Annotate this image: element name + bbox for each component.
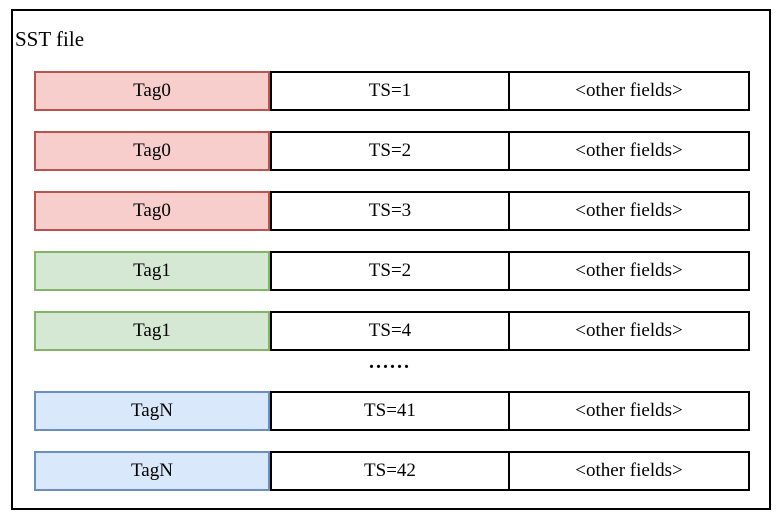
timestamp-cell: TS=2 <box>270 131 510 171</box>
tag-cell: Tag0 <box>34 131 270 171</box>
tag-cell: Tag0 <box>34 191 270 231</box>
record-row: Tag0 TS=3 <other fields> <box>34 191 750 231</box>
timestamp-cell: TS=3 <box>270 191 510 231</box>
ellipsis: ...... <box>369 351 411 373</box>
other-fields-cell: <other fields> <box>508 131 750 171</box>
timestamp-cell: TS=42 <box>270 451 510 491</box>
tag-cell: Tag1 <box>34 311 270 351</box>
timestamp-cell: TS=41 <box>270 391 510 431</box>
sst-file-frame: SST file Tag0 TS=1 <other fields> Tag0 T… <box>11 9 771 510</box>
other-fields-cell: <other fields> <box>508 71 750 111</box>
other-fields-cell: <other fields> <box>508 391 750 431</box>
timestamp-cell: TS=1 <box>270 71 510 111</box>
diagram-title: SST file <box>15 27 85 51</box>
record-row: Tag0 TS=2 <other fields> <box>34 131 750 171</box>
record-row: TagN TS=41 <other fields> <box>34 391 750 431</box>
other-fields-cell: <other fields> <box>508 191 750 231</box>
other-fields-cell: <other fields> <box>508 451 750 491</box>
record-row: Tag1 TS=2 <other fields> <box>34 251 750 291</box>
record-row: Tag1 TS=4 <other fields> <box>34 311 750 351</box>
tag-cell: Tag1 <box>34 251 270 291</box>
tag-cell: TagN <box>34 451 270 491</box>
record-row: TagN TS=42 <other fields> <box>34 451 750 491</box>
other-fields-cell: <other fields> <box>508 251 750 291</box>
timestamp-cell: TS=2 <box>270 251 510 291</box>
tag-cell: Tag0 <box>34 71 270 111</box>
tag-cell: TagN <box>34 391 270 431</box>
other-fields-cell: <other fields> <box>508 311 750 351</box>
timestamp-cell: TS=4 <box>270 311 510 351</box>
record-row: Tag0 TS=1 <other fields> <box>34 71 750 111</box>
